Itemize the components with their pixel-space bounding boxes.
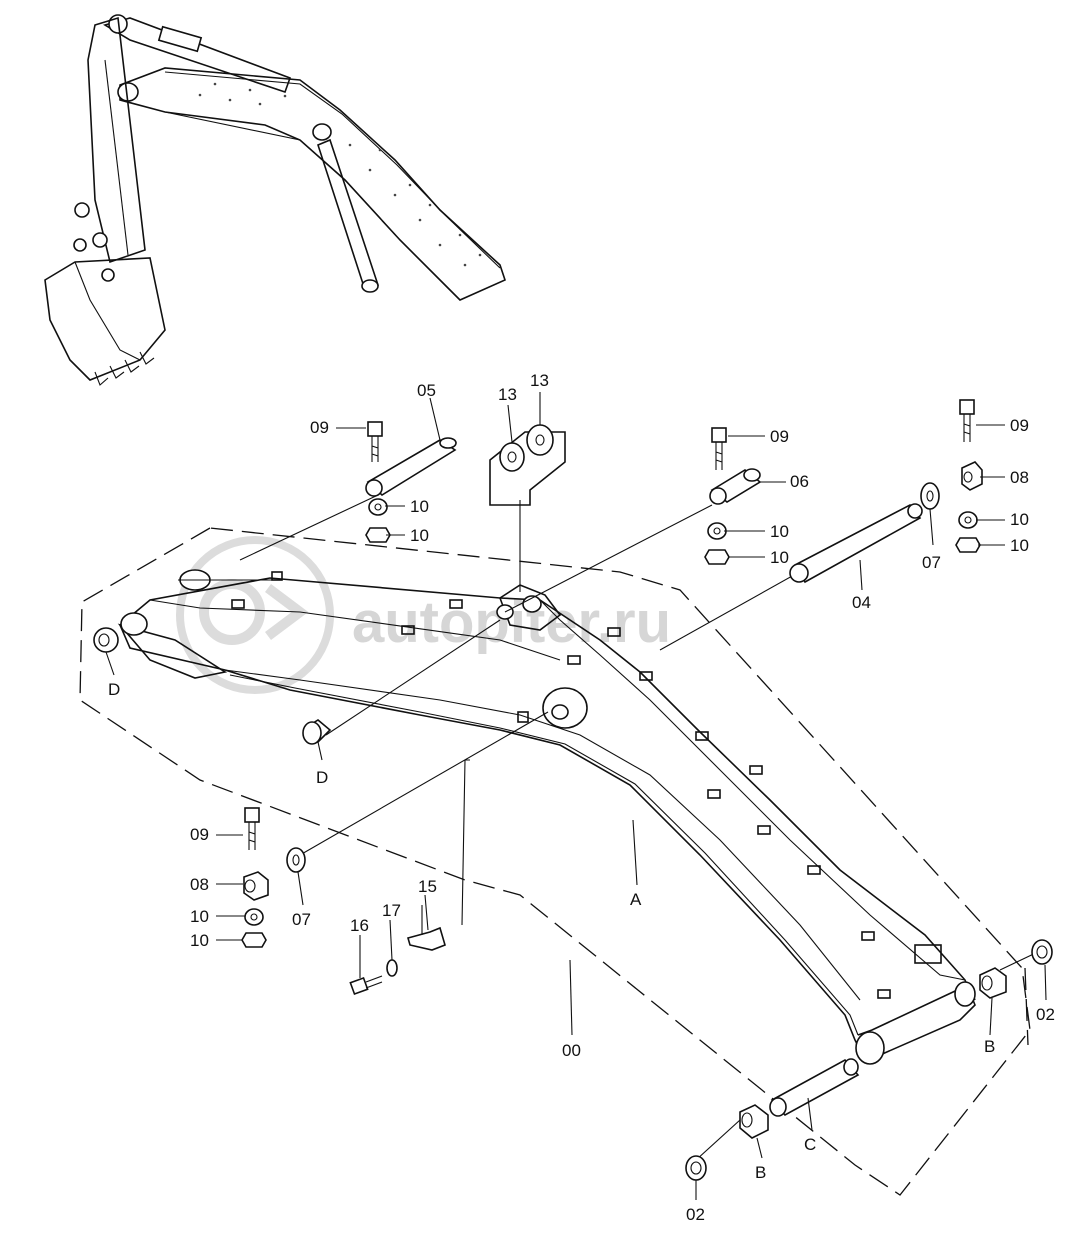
label-09: 09	[1010, 416, 1029, 435]
nut-10-h	[241, 932, 267, 948]
label-D: D	[316, 768, 328, 787]
label-B: B	[755, 1163, 766, 1182]
pin-04	[789, 503, 923, 584]
label-B: B	[984, 1037, 995, 1056]
nut-10-f	[955, 537, 981, 553]
assembly-outline	[79, 527, 1031, 1196]
label-08: 08	[1010, 468, 1029, 487]
seal-02-a	[685, 1155, 707, 1181]
label-15: 15	[418, 877, 437, 896]
bushing-B-a	[739, 1104, 769, 1139]
sleeve-08-b	[243, 871, 269, 901]
label-A: A	[630, 890, 642, 909]
watermark-text: autopiter.ru	[352, 590, 671, 655]
label-05: 05	[417, 381, 436, 400]
label-10: 10	[770, 548, 789, 567]
washer-07-b	[286, 847, 306, 873]
bolt-09-d	[244, 807, 260, 850]
boom-pads	[231, 571, 942, 999]
watermark: autopiter.ru	[176, 536, 671, 694]
label-C: C	[804, 1135, 816, 1154]
label-00: 00	[562, 1041, 581, 1060]
clip-15	[407, 905, 446, 951]
bolt-09-b	[711, 427, 727, 470]
label-07: 07	[292, 910, 311, 929]
bolt-09-a	[367, 421, 383, 462]
label-16: 16	[350, 916, 369, 935]
bucket-teeth	[94, 351, 155, 386]
washer-13	[489, 424, 566, 506]
pin-05	[365, 437, 457, 497]
label-09: 09	[310, 418, 329, 437]
label-10: 10	[1010, 536, 1029, 555]
label-02: 02	[1036, 1005, 1055, 1024]
nut-10-d	[704, 549, 730, 565]
seal-02-b	[1031, 939, 1053, 965]
label-arrows	[105, 392, 1047, 1200]
label-17: 17	[382, 901, 401, 920]
boom-body	[117, 569, 976, 1065]
label-10: 10	[770, 522, 789, 541]
nut-10-g	[244, 908, 264, 926]
label-10: 10	[410, 497, 429, 516]
pin-06	[709, 468, 762, 505]
label-10: 10	[1010, 510, 1029, 529]
bolt-16	[349, 975, 383, 996]
bushing-D-a	[93, 627, 119, 653]
pin-C	[769, 1058, 860, 1117]
label-09: 09	[770, 427, 789, 446]
nut-10-e	[958, 511, 978, 529]
label-07: 07	[922, 553, 941, 572]
label-08: 08	[190, 875, 209, 894]
label-D: D	[108, 680, 120, 699]
excavator-overview	[44, 14, 506, 386]
label-10: 10	[190, 931, 209, 950]
washer-17	[386, 959, 398, 977]
label-06: 06	[790, 472, 809, 491]
sleeve-08-a	[961, 461, 983, 491]
nut-10-c	[707, 522, 727, 540]
part-labels: 09 05 10 10 13 13 09 06 10 10 09 08 10 1…	[108, 371, 1055, 1224]
bushing-D-b	[302, 719, 332, 745]
label-13: 13	[498, 385, 517, 404]
label-10: 10	[410, 526, 429, 545]
bolt-09-c	[959, 399, 975, 442]
label-13: 13	[530, 371, 549, 390]
nut-10-a	[368, 498, 388, 516]
label-09: 09	[190, 825, 209, 844]
label-04: 04	[852, 593, 871, 612]
bushing-B-b	[979, 967, 1007, 999]
label-02: 02	[686, 1205, 705, 1224]
washer-07-a	[920, 482, 940, 510]
nut-10-b	[365, 527, 391, 543]
label-10: 10	[190, 907, 209, 926]
